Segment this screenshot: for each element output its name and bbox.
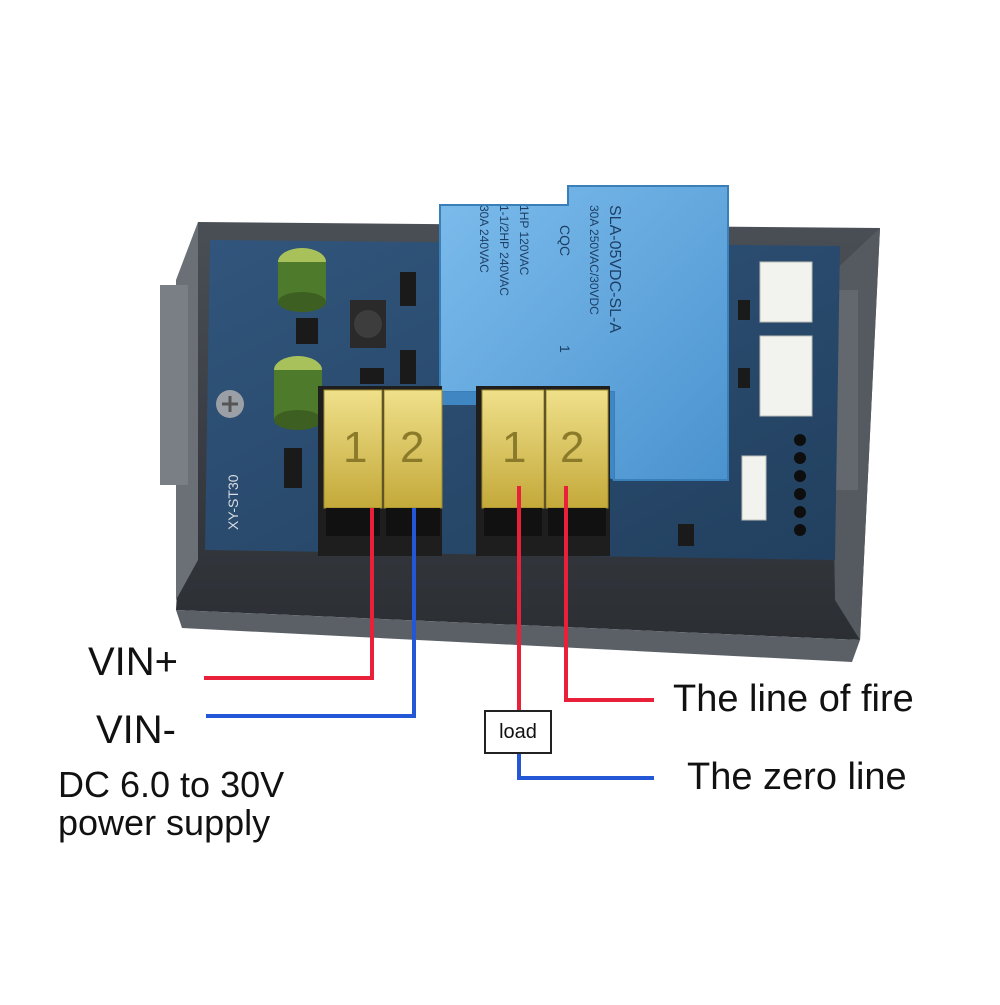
terminal-load-2-label: 2 <box>560 423 584 472</box>
wire-zero-line <box>517 752 654 780</box>
relay-amp-text: 30A 240VAC <box>477 205 491 273</box>
wire-fire-line <box>564 486 654 702</box>
wires <box>204 486 654 780</box>
load-box: load <box>484 710 552 754</box>
relay-hp-240-text: 1-1/2HP 240VAC <box>497 205 511 296</box>
terminal-power-1-label: 1 <box>343 423 367 472</box>
terminal-block-power <box>318 386 443 556</box>
wire-vin-negative <box>206 508 416 718</box>
header-pins <box>794 434 806 536</box>
zero-line-label: The zero line <box>687 756 907 798</box>
vin-plus-label: VIN+ <box>88 640 179 684</box>
load-label: load <box>499 720 537 743</box>
relay-rating-text: 30A 250VAC/30VDC <box>587 205 601 315</box>
relay-cert-text: CQC <box>557 225 573 256</box>
vin-minus-label: VIN- <box>96 708 176 752</box>
relay-hp-120-text: 1HP 120VAC <box>517 205 531 276</box>
supply-voltage-label: DC 6.0 to 30V <box>58 764 285 805</box>
wire-vin-positive <box>204 508 374 680</box>
capacitor-bottom <box>274 356 322 430</box>
relay-pin-text: 1 <box>557 345 573 353</box>
supply-type-label: power supply <box>58 802 271 843</box>
terminal-load-1-label: 1 <box>502 423 526 472</box>
fire-line-label: The line of fire <box>673 678 914 720</box>
capacitor-top <box>278 248 326 312</box>
terminal-power-2-label: 2 <box>400 423 424 472</box>
relay-model-text: SLA-05VDC-SL-A <box>606 205 623 333</box>
board-model-text: XY-ST30 <box>225 474 241 530</box>
terminal-block-load <box>476 386 610 556</box>
connector-jst <box>741 261 813 521</box>
